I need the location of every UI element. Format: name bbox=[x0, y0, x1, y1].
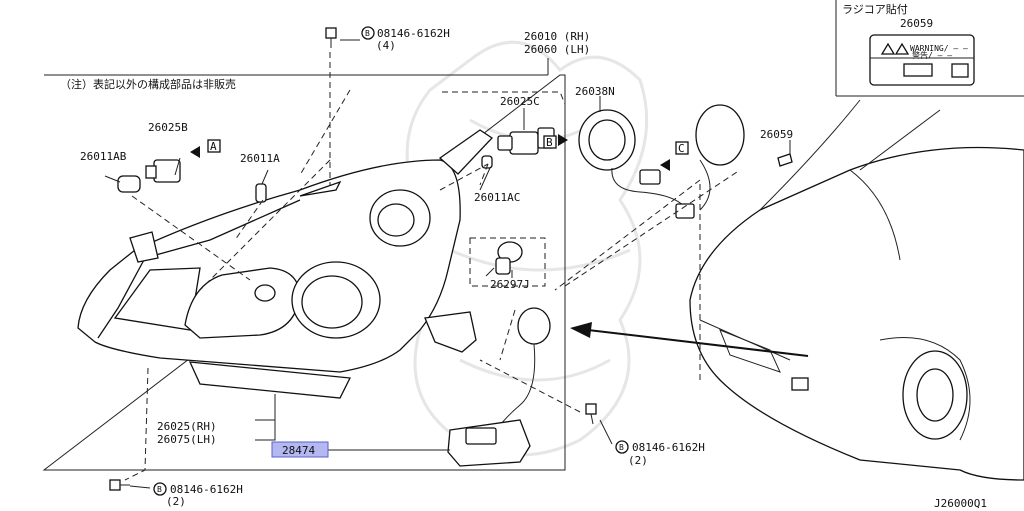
part-26011a-label: 26011A bbox=[240, 152, 280, 165]
bulb-26025c bbox=[481, 127, 555, 169]
bolt-bottom-label: 08146-6162H bbox=[170, 483, 243, 496]
headlamp-rh-label: 26010 (RH) bbox=[524, 30, 590, 43]
label-box-warning: WARNING/ ― ― bbox=[910, 44, 968, 53]
circle-b-right: B bbox=[615, 440, 629, 454]
bulb-26297j bbox=[485, 241, 523, 277]
part-28474-highlight[interactable] bbox=[271, 441, 329, 458]
ref-arrow-b: B bbox=[543, 134, 568, 149]
note-text: （注）表記以外の構成部品は非販売 bbox=[60, 77, 236, 91]
label-box bbox=[835, 0, 1024, 97]
ref-arrow-a: A bbox=[190, 139, 221, 158]
headlamp-assembly bbox=[77, 129, 494, 399]
circle-b-right-label: B bbox=[619, 443, 624, 452]
leader-lines bbox=[104, 39, 791, 489]
car-outline bbox=[689, 99, 1024, 481]
part-28474-label: 28474 bbox=[282, 444, 315, 457]
circle-b-bottom: B bbox=[153, 482, 167, 496]
ref-arrow-c: C bbox=[660, 141, 689, 171]
bolt-right-label: 08146-6162H bbox=[632, 441, 705, 454]
label-box-part: 26059 bbox=[900, 17, 933, 30]
label-box-title: ラジコア貼付 bbox=[842, 2, 908, 16]
part-26025b-label: 26025B bbox=[148, 121, 188, 134]
ignitor-28474 bbox=[447, 307, 551, 467]
circle-b-top-label: B bbox=[365, 29, 370, 38]
part-26011ab-label: 26011AB bbox=[80, 150, 127, 163]
part-26297j-label: 26297J bbox=[490, 278, 530, 291]
circle-b-top: B bbox=[361, 26, 375, 40]
bolt-right bbox=[585, 403, 597, 425]
bulb-26025b bbox=[117, 159, 267, 203]
harness-26038n bbox=[578, 104, 745, 219]
part-26038n-label: 26038N bbox=[575, 85, 615, 98]
circle-b-bottom-label: B bbox=[157, 485, 162, 494]
part-26059-label: 26059 bbox=[760, 128, 793, 141]
bolt-top-qty: (4) bbox=[376, 39, 396, 52]
housing-rh-label: 26025(RH) bbox=[157, 420, 217, 433]
bolt-bottom-qty: (2) bbox=[166, 495, 186, 508]
headlamp-lh-label: 26060 (LH) bbox=[524, 43, 590, 56]
label-26059-marker bbox=[777, 153, 793, 167]
bolt-bottom bbox=[109, 479, 130, 491]
bolt-right-qty: (2) bbox=[628, 454, 648, 467]
arrow-car-to-lamp bbox=[570, 322, 809, 357]
part-26025c-label: 26025C bbox=[500, 95, 540, 108]
bolt-top bbox=[325, 27, 337, 48]
diagram-id: J26000Q1 bbox=[934, 497, 987, 510]
ref-a-label: A bbox=[210, 140, 217, 153]
bolt-top-label: 08146-6162H bbox=[377, 27, 450, 40]
ref-b-label: B bbox=[546, 136, 553, 149]
dashed-leaders bbox=[124, 52, 741, 481]
part-26011ac-label: 26011AC bbox=[474, 191, 520, 204]
ref-c-label: C bbox=[678, 142, 685, 155]
housing-lh-label: 26075(LH) bbox=[157, 433, 217, 446]
label-box-warning-sub: 警告/ ― ― bbox=[912, 50, 952, 60]
